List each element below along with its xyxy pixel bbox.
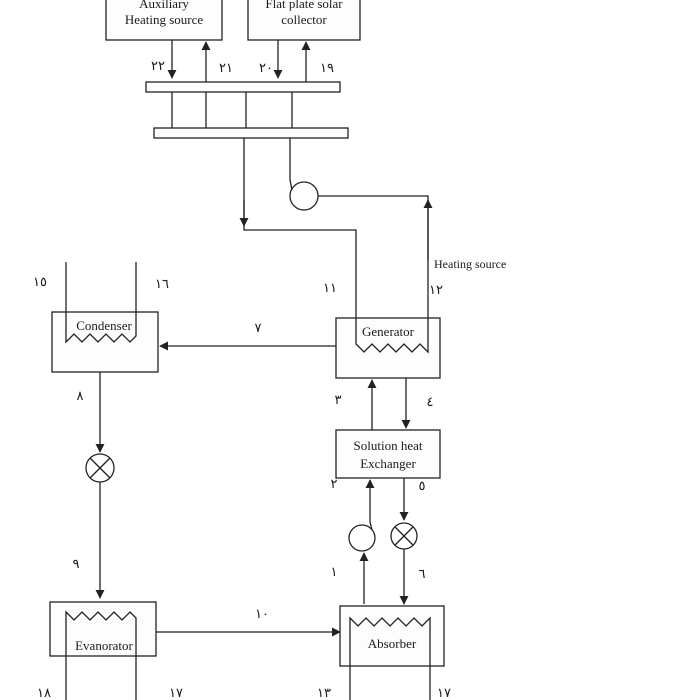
heating-source-annotation: Heating source — [434, 257, 506, 271]
supply-line-to-generator — [243, 138, 357, 318]
state-point-5: ٥ — [419, 478, 426, 493]
absorber-coil-icon — [349, 616, 431, 700]
solar-collector-box: Flat plate solar collector — [247, 0, 361, 41]
evaporator-coil-icon — [65, 610, 137, 700]
return-line-from-generator — [318, 195, 429, 318]
state-point-4: ٤ — [427, 394, 434, 409]
solar-collector-label-line2: collector — [281, 12, 327, 27]
generator-coil-icon — [355, 318, 429, 354]
state-point-15: ١٥ — [33, 274, 47, 289]
condenser-label: Condenser — [76, 318, 132, 333]
state-point-16: ١٦ — [155, 276, 169, 291]
top-connection-lines — [167, 40, 311, 82]
state-point-19: ١٩ — [320, 60, 334, 75]
circulation-pump-icon — [289, 179, 319, 211]
heat-exchanger-label-line1: Solution heat — [354, 438, 423, 453]
state-point-21: ٢١ — [219, 60, 233, 75]
state-point-14: ١٧ — [437, 685, 451, 700]
state-point-18: ١٨ — [37, 685, 51, 700]
state-point-7: ٧ — [255, 320, 262, 335]
solution-heat-exchanger-box: Solution heat Exchanger — [335, 429, 441, 479]
auxiliary-heater-box: Auxiliary Heating source — [105, 0, 223, 41]
state-point-13: ١٣ — [317, 685, 331, 700]
solution-expansion-valve-icon — [390, 522, 418, 550]
absorber-box: Absorber — [339, 605, 445, 700]
state-point-8: ٨ — [77, 388, 84, 403]
auxiliary-heater-label-line2: Heating source — [125, 12, 204, 27]
auxiliary-heater-label-line1: Auxiliary — [139, 0, 189, 11]
state-point-2: ٢ — [331, 476, 338, 491]
state-point-20: ٢٠ — [259, 60, 273, 75]
solution-pump-icon — [348, 521, 376, 552]
state-point-3: ٣ — [335, 392, 342, 407]
absorber-label: Absorber — [368, 636, 417, 651]
state-point-10: ١٠ — [255, 606, 269, 621]
generator-label: Generator — [362, 324, 415, 339]
state-point-22: ٢٢ — [151, 58, 165, 73]
state-point-17: ١٧ — [169, 685, 183, 700]
solar-collector-label-line1: Flat plate solar — [265, 0, 343, 11]
refrigerant-expansion-valve-icon — [85, 453, 115, 483]
generator-box: Generator — [335, 317, 441, 379]
state-point-12: ١٢ — [429, 282, 443, 297]
state-point-6: ٦ — [419, 566, 426, 581]
state-point-11: ١١ — [323, 280, 337, 295]
lower-header-bar — [153, 127, 349, 139]
state-point-9: ٩ — [73, 556, 80, 571]
upper-header-bar — [145, 81, 341, 93]
evaporator-label: Evanorator — [75, 638, 133, 653]
condenser-box: Condenser — [51, 311, 159, 373]
condenser-coil-icon — [65, 312, 137, 344]
state-point-1: ١ — [331, 564, 338, 579]
heat-exchanger-label-line2: Exchanger — [360, 456, 416, 471]
header-connection-lines — [171, 92, 293, 128]
evaporator-box: Evanorator — [49, 601, 157, 700]
